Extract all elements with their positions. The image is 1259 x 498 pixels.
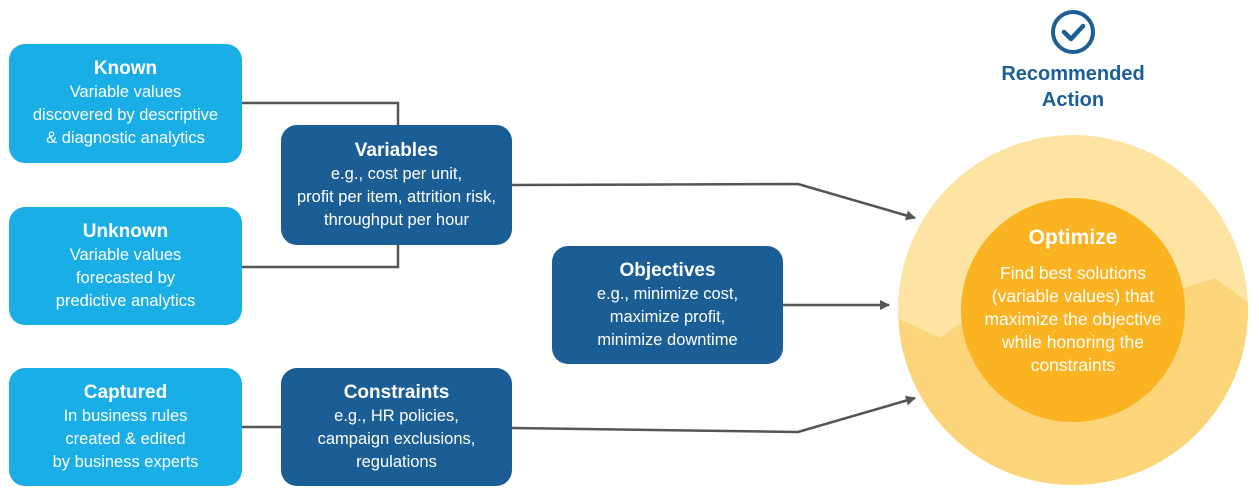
optimize-line-2: (variable values) that [991, 286, 1155, 306]
constraints-title: Constraints [343, 381, 450, 403]
objectives-line-2: maximize profit, [609, 307, 726, 326]
optimize-line-5: constraints [1030, 355, 1116, 375]
known-title: Known [93, 58, 158, 79]
known-box: Known Variable values discovered by desc… [9, 44, 242, 163]
known-line-3: & diagnostic analytics [46, 129, 205, 147]
objectives-line-1: e.g., minimize cost, [596, 284, 739, 303]
optimize-line-3: maximize the objective [984, 309, 1162, 329]
arrow-constraints-optimize [511, 395, 916, 434]
connector-unknown-variables [242, 245, 400, 269]
optimize-line-4: while honoring the [1001, 332, 1145, 352]
unknown-title: Unknown [82, 220, 169, 242]
captured-line-2: created & edited [65, 429, 186, 448]
variables-line-1: e.g., cost per unit, [330, 164, 463, 183]
objectives-title: Objectives [619, 259, 716, 281]
unknown-line-3: predictive analytics [55, 291, 196, 310]
optimize-inner-circle [961, 198, 1185, 422]
known-line-1: Variable values [69, 83, 182, 101]
recommended-line-1: Recommended [1001, 63, 1145, 85]
optimize-title: Optimize [1028, 226, 1118, 249]
captured-title: Captured [83, 381, 168, 403]
arrow-variables-optimize [511, 182, 916, 221]
optimize-line-1: Find best solutions [1000, 263, 1146, 283]
unknown-box: Unknown Variable values forecasted by pr… [9, 207, 242, 325]
objectives-box: Objectives e.g., minimize cost, maximize… [552, 246, 783, 364]
check-circle-icon [1051, 10, 1095, 54]
recommended-action-label: Recommended Action [962, 61, 1184, 113]
captured-line-3: by business experts [52, 452, 199, 471]
unknown-line-2: forecasted by [75, 268, 176, 287]
captured-box: Captured In business rules created & edi… [9, 368, 242, 486]
connector-known-variables [242, 101, 400, 125]
variables-box: Variables e.g., cost per unit, profit pe… [281, 125, 512, 245]
constraints-box: Constraints e.g., HR policies, campaign … [281, 368, 512, 486]
constraints-line-2: campaign exclusions, [317, 429, 476, 448]
variables-line-3: throughput per hour [324, 210, 469, 229]
objectives-line-3: minimize downtime [597, 330, 738, 349]
constraints-line-1: e.g., HR policies, [334, 406, 459, 425]
constraints-line-3: regulations [356, 452, 437, 471]
captured-line-1: In business rules [63, 406, 188, 425]
recommended-line-2: Action [1041, 89, 1105, 111]
unknown-line-1: Variable values [69, 245, 182, 264]
known-line-2: discovered by descriptive [32, 106, 219, 124]
variables-title: Variables [354, 139, 439, 161]
optimize-description: Find best solutions (variable values) th… [948, 262, 1198, 377]
variables-line-2: profit per item, attrition risk, [297, 187, 496, 206]
